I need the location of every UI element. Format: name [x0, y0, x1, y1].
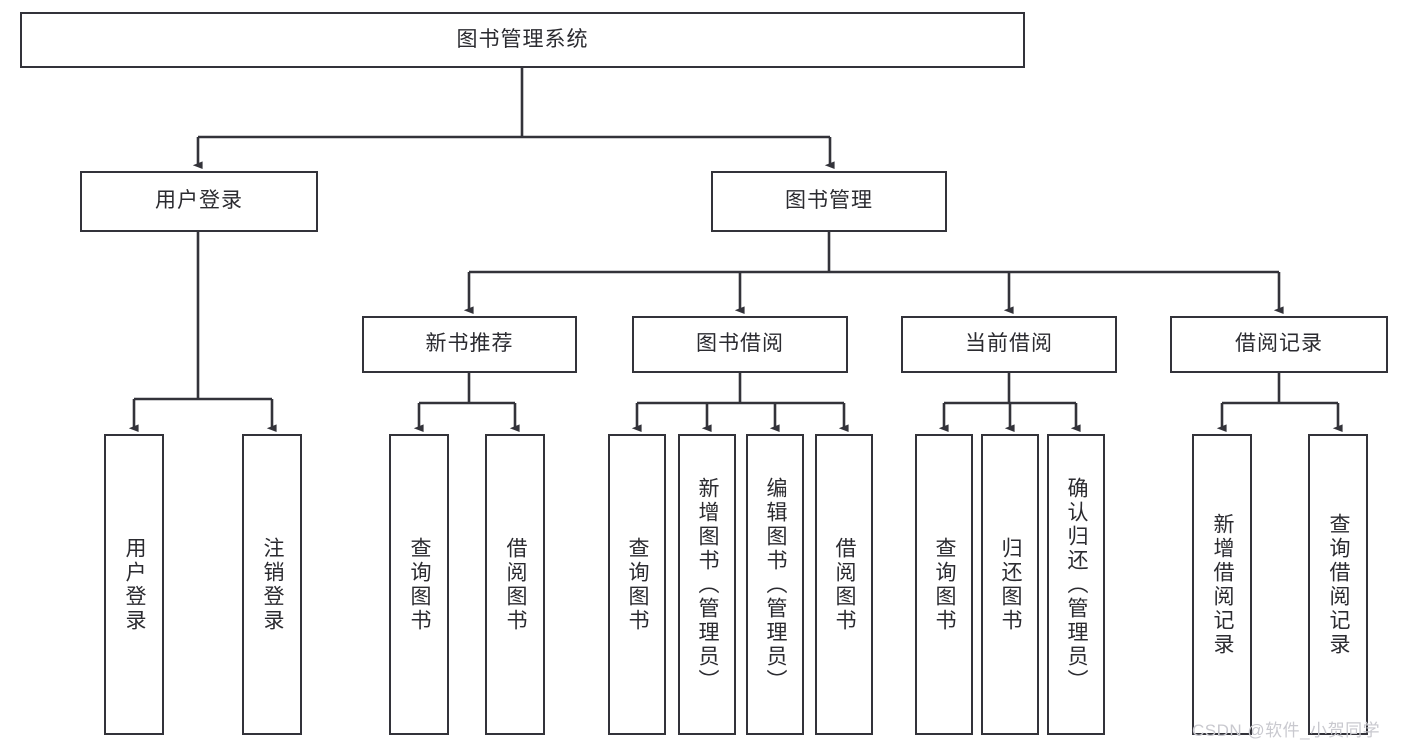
node-label: 新书推荐 — [425, 332, 514, 356]
node-label: 确认归还（管理员） — [1065, 476, 1089, 693]
leaf-confirm-return-admin[interactable]: 确认归还（管理员） — [1047, 434, 1105, 735]
node-label: 新增图书（管理员） — [696, 476, 720, 693]
leaf-query-book-current[interactable]: 查询图书 — [915, 434, 973, 735]
node-label: 查询借阅记录 — [1327, 512, 1351, 657]
leaf-borrow-book[interactable]: 借阅图书 — [815, 434, 873, 735]
leaf-query-borrow-record[interactable]: 查询借阅记录 — [1308, 434, 1368, 735]
node-label: 查询图书 — [933, 536, 957, 633]
watermark-csdn: CSDN @软件_小贺同学 — [1192, 721, 1381, 740]
node-user-login[interactable]: 用户登录 — [80, 171, 318, 232]
node-label: 注销登录 — [261, 536, 285, 633]
node-label: 图书借阅 — [696, 332, 784, 356]
node-label: 图书管理系统 — [456, 27, 589, 51]
node-label: 查询图书 — [626, 536, 650, 633]
leaf-edit-book-admin[interactable]: 编辑图书（管理员） — [746, 434, 804, 735]
node-label: 借阅记录 — [1235, 332, 1323, 356]
node-book-borrow[interactable]: 图书借阅 — [632, 316, 848, 373]
leaf-query-book-recommend[interactable]: 查询图书 — [389, 434, 449, 735]
node-label: 新增借阅记录 — [1211, 512, 1235, 657]
node-book-management[interactable]: 图书管理 — [711, 171, 947, 232]
node-label: 借阅图书 — [833, 536, 857, 633]
node-label: 用户登录 — [155, 189, 243, 213]
node-label: 用户登录 — [123, 536, 147, 633]
node-label: 编辑图书（管理员） — [764, 476, 788, 693]
node-current-borrow[interactable]: 当前借阅 — [901, 316, 1117, 373]
leaf-borrow-book-recommend[interactable]: 借阅图书 — [485, 434, 545, 735]
node-label: 图书管理 — [785, 189, 873, 213]
leaf-user-logout[interactable]: 注销登录 — [242, 434, 302, 735]
leaf-add-borrow-record[interactable]: 新增借阅记录 — [1192, 434, 1252, 735]
node-borrow-record[interactable]: 借阅记录 — [1170, 316, 1388, 373]
leaf-return-book[interactable]: 归还图书 — [981, 434, 1039, 735]
node-label: 当前借阅 — [965, 332, 1053, 356]
node-root-system[interactable]: 图书管理系统 — [20, 12, 1025, 68]
node-new-book-recommend[interactable]: 新书推荐 — [362, 316, 577, 373]
leaf-user-login[interactable]: 用户登录 — [104, 434, 164, 735]
node-label: 归还图书 — [999, 536, 1023, 633]
node-label: 借阅图书 — [504, 536, 528, 633]
leaf-query-book-borrow[interactable]: 查询图书 — [608, 434, 666, 735]
node-label: 查询图书 — [408, 536, 432, 633]
leaf-add-book-admin[interactable]: 新增图书（管理员） — [678, 434, 736, 735]
